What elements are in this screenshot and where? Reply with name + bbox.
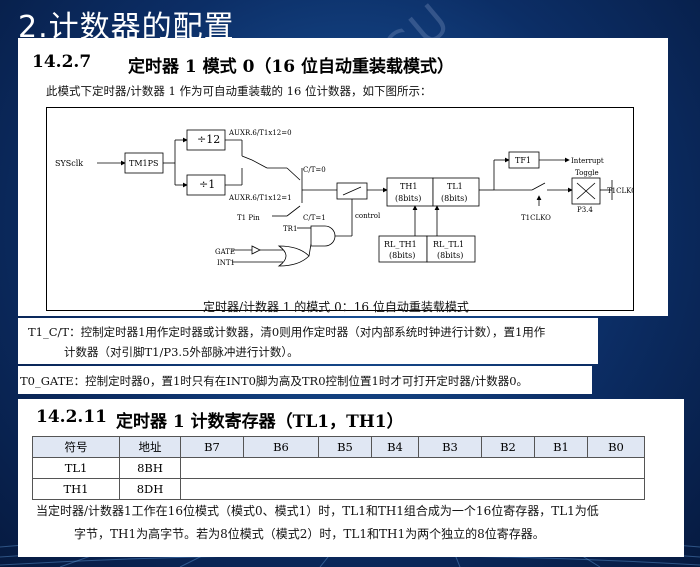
ct0-label: C/T=0 bbox=[303, 166, 326, 174]
table-row: TH1 8DH bbox=[32, 478, 645, 500]
gate-note-panel: T0_GATE：控制定时器0，置1时只有在INT0脚为高及TR0控制位置1时才可… bbox=[18, 366, 592, 394]
row-th1-bits bbox=[180, 478, 645, 500]
th1-label: TH1 bbox=[400, 182, 417, 191]
table-header-row: 符号 地址 B7 B6 B5 B4 B3 B2 B1 B0 bbox=[32, 436, 645, 458]
row-tl1-bits bbox=[180, 457, 645, 479]
div12-label: ÷12 bbox=[197, 133, 220, 146]
register-para-line1: 当定时器/计数器1工作在16位模式（模式0、模式1）时，TL1和TH1组合成为一… bbox=[36, 504, 599, 518]
header-b4: B4 bbox=[371, 436, 419, 458]
timer1-mode0-diagram: SYSclk TM1PS ÷12 ÷1 AUXR.6/T1x12=0 AUXR.… bbox=[46, 107, 634, 311]
tr1-label: TR1 bbox=[283, 225, 297, 233]
div1-label: ÷1 bbox=[199, 178, 215, 191]
t1clko-switch-label: T1CLKO bbox=[521, 214, 551, 222]
rltl1-bits-label: (8bits) bbox=[437, 251, 463, 260]
register-table: 符号 地址 B7 B6 B5 B4 B3 B2 B1 B0 TL1 8BH TH… bbox=[32, 436, 645, 500]
tl1-label: TL1 bbox=[447, 182, 463, 191]
header-address: 地址 bbox=[119, 436, 181, 458]
tl1-bits-label: (8bits) bbox=[441, 194, 467, 203]
section2-number: 14.2.11 bbox=[36, 407, 107, 427]
mode0-section-panel: 14.2.7 定时器 1 模式 0（16 位自动重装载模式） 此模式下定时器/计… bbox=[18, 38, 668, 316]
t1pin-label: T1 Pin bbox=[237, 214, 260, 222]
sysclk-label: SYSclk bbox=[55, 159, 83, 168]
ct1-label: C/T=1 bbox=[303, 214, 326, 222]
p34-label: P3.4 bbox=[577, 206, 593, 214]
toggle-label: Toggle bbox=[575, 169, 599, 177]
ct-note-line1: T1_C/T：控制定时器1用作定时器或计数器，清0则用作定时器（对内部系统时钟进… bbox=[28, 325, 546, 339]
control-label: control bbox=[355, 212, 381, 220]
tm1ps-label: TM1PS bbox=[129, 159, 158, 168]
tf1-label: TF1 bbox=[515, 156, 531, 165]
auxr0-label: AUXR.6/T1x12=0 bbox=[228, 129, 292, 137]
th1-bits-label: (8bits) bbox=[395, 194, 421, 203]
auxr1-label: AUXR.6/T1x12=1 bbox=[228, 194, 292, 202]
row-th1-address: 8DH bbox=[119, 478, 181, 500]
header-b1: B1 bbox=[534, 436, 588, 458]
ct-note-panel: T1_C/T：控制定时器1用作定时器或计数器，清0则用作定时器（对内部系统时钟进… bbox=[18, 318, 598, 364]
row-th1-symbol: TH1 bbox=[32, 478, 120, 500]
ct-note-line2: 计数器（对引脚T1/P3.5外部脉冲进行计数）。 bbox=[64, 345, 299, 359]
header-b6: B6 bbox=[243, 436, 319, 458]
header-b7: B7 bbox=[180, 436, 244, 458]
int1-label: INT1 bbox=[217, 259, 235, 267]
register-section-panel: 14.2.11 定时器 1 计数寄存器（TL1，TH1） 符号 地址 B7 B6… bbox=[18, 399, 684, 557]
header-b5: B5 bbox=[318, 436, 372, 458]
header-symbol: 符号 bbox=[32, 436, 120, 458]
gate-label: GATE bbox=[215, 248, 235, 256]
section-intro: 此模式下定时器/计数器 1 作为可自动重装载的 16 位计数器，如下图所示： bbox=[46, 84, 432, 98]
register-para-line2: 字节，TH1为高字节。若为8位模式（模式2）时，TL1和TH1为两个独立的8位寄… bbox=[74, 527, 545, 541]
gate-note: T0_GATE：控制定时器0，置1时只有在INT0脚为高及TR0控制位置1时才可… bbox=[20, 374, 529, 388]
section-title: 定时器 1 模式 0（16 位自动重装载模式） bbox=[128, 57, 454, 77]
diagram-caption: 定时器/计数器 1 的模式 0：16 位自动重装载模式 bbox=[203, 300, 469, 314]
header-b0: B0 bbox=[587, 436, 645, 458]
row-tl1-address: 8BH bbox=[119, 457, 181, 479]
table-row: TL1 8BH bbox=[32, 457, 645, 479]
section-number: 14.2.7 bbox=[32, 52, 92, 72]
header-b3: B3 bbox=[418, 436, 482, 458]
row-tl1-symbol: TL1 bbox=[32, 457, 120, 479]
t1clko-out-label: T1CLKO bbox=[607, 187, 633, 195]
section2-title: 定时器 1 计数寄存器（TL1，TH1） bbox=[116, 412, 404, 432]
rltl1-label: RL_TL1 bbox=[433, 240, 464, 249]
header-b2: B2 bbox=[481, 436, 535, 458]
rlth1-bits-label: (8bits) bbox=[389, 251, 415, 260]
rlth1-label: RL_TH1 bbox=[384, 240, 417, 249]
interrupt-label: Interrupt bbox=[571, 157, 604, 165]
